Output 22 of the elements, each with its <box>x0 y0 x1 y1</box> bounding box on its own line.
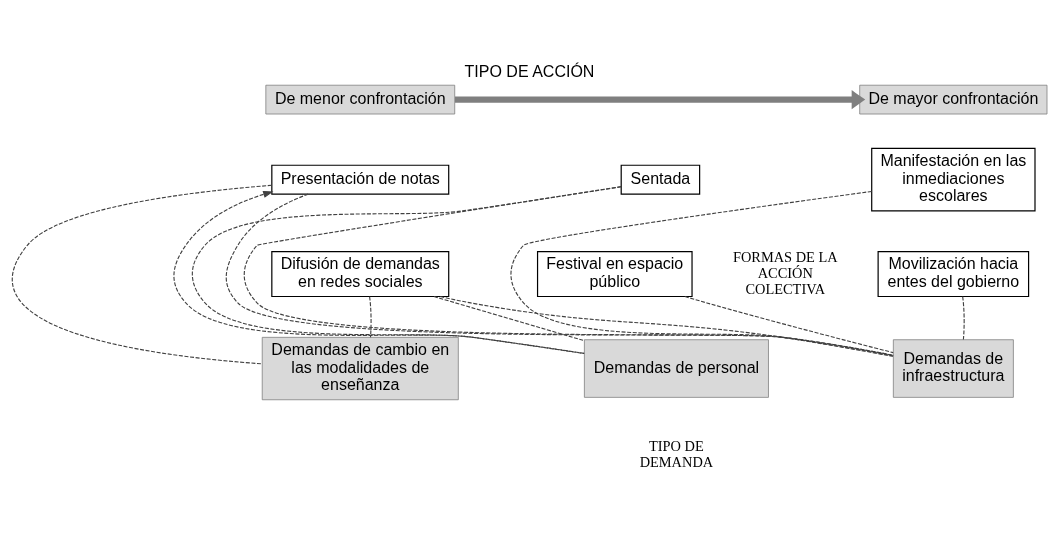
node-box: De menor confrontación <box>265 84 456 114</box>
connector <box>962 295 965 340</box>
node-box: De mayor confrontación <box>859 84 1048 114</box>
node-box: Sentada <box>620 164 701 195</box>
node-box: Demandas de infraestructura <box>892 338 1014 398</box>
diagram-title: TIPO DE ACCIÓN <box>464 62 595 80</box>
connector <box>510 190 894 357</box>
node-box: Movilización hacia entes del gobierno <box>877 250 1030 297</box>
node-box: Demandas de cambio en las modalidades de enseñanza <box>261 336 459 400</box>
node-box: Manifestación en las inmediaciones escolares <box>871 147 1036 211</box>
label: TIPO DE DEMANDA <box>639 437 714 470</box>
node-box: Presentación de notas <box>271 164 450 195</box>
connector <box>433 295 585 341</box>
connector <box>11 184 273 364</box>
connector <box>684 295 894 353</box>
connector <box>439 295 894 357</box>
node-box: Festival en espacio público <box>536 250 693 297</box>
connector <box>369 295 372 338</box>
label: FORMAS DE LA ACCIÓN COLECTIVA <box>732 248 838 297</box>
arrow <box>454 89 866 109</box>
node-box: Demandas de personal <box>584 338 769 398</box>
node-box: Difusión de demandas en redes sociales <box>271 250 450 297</box>
